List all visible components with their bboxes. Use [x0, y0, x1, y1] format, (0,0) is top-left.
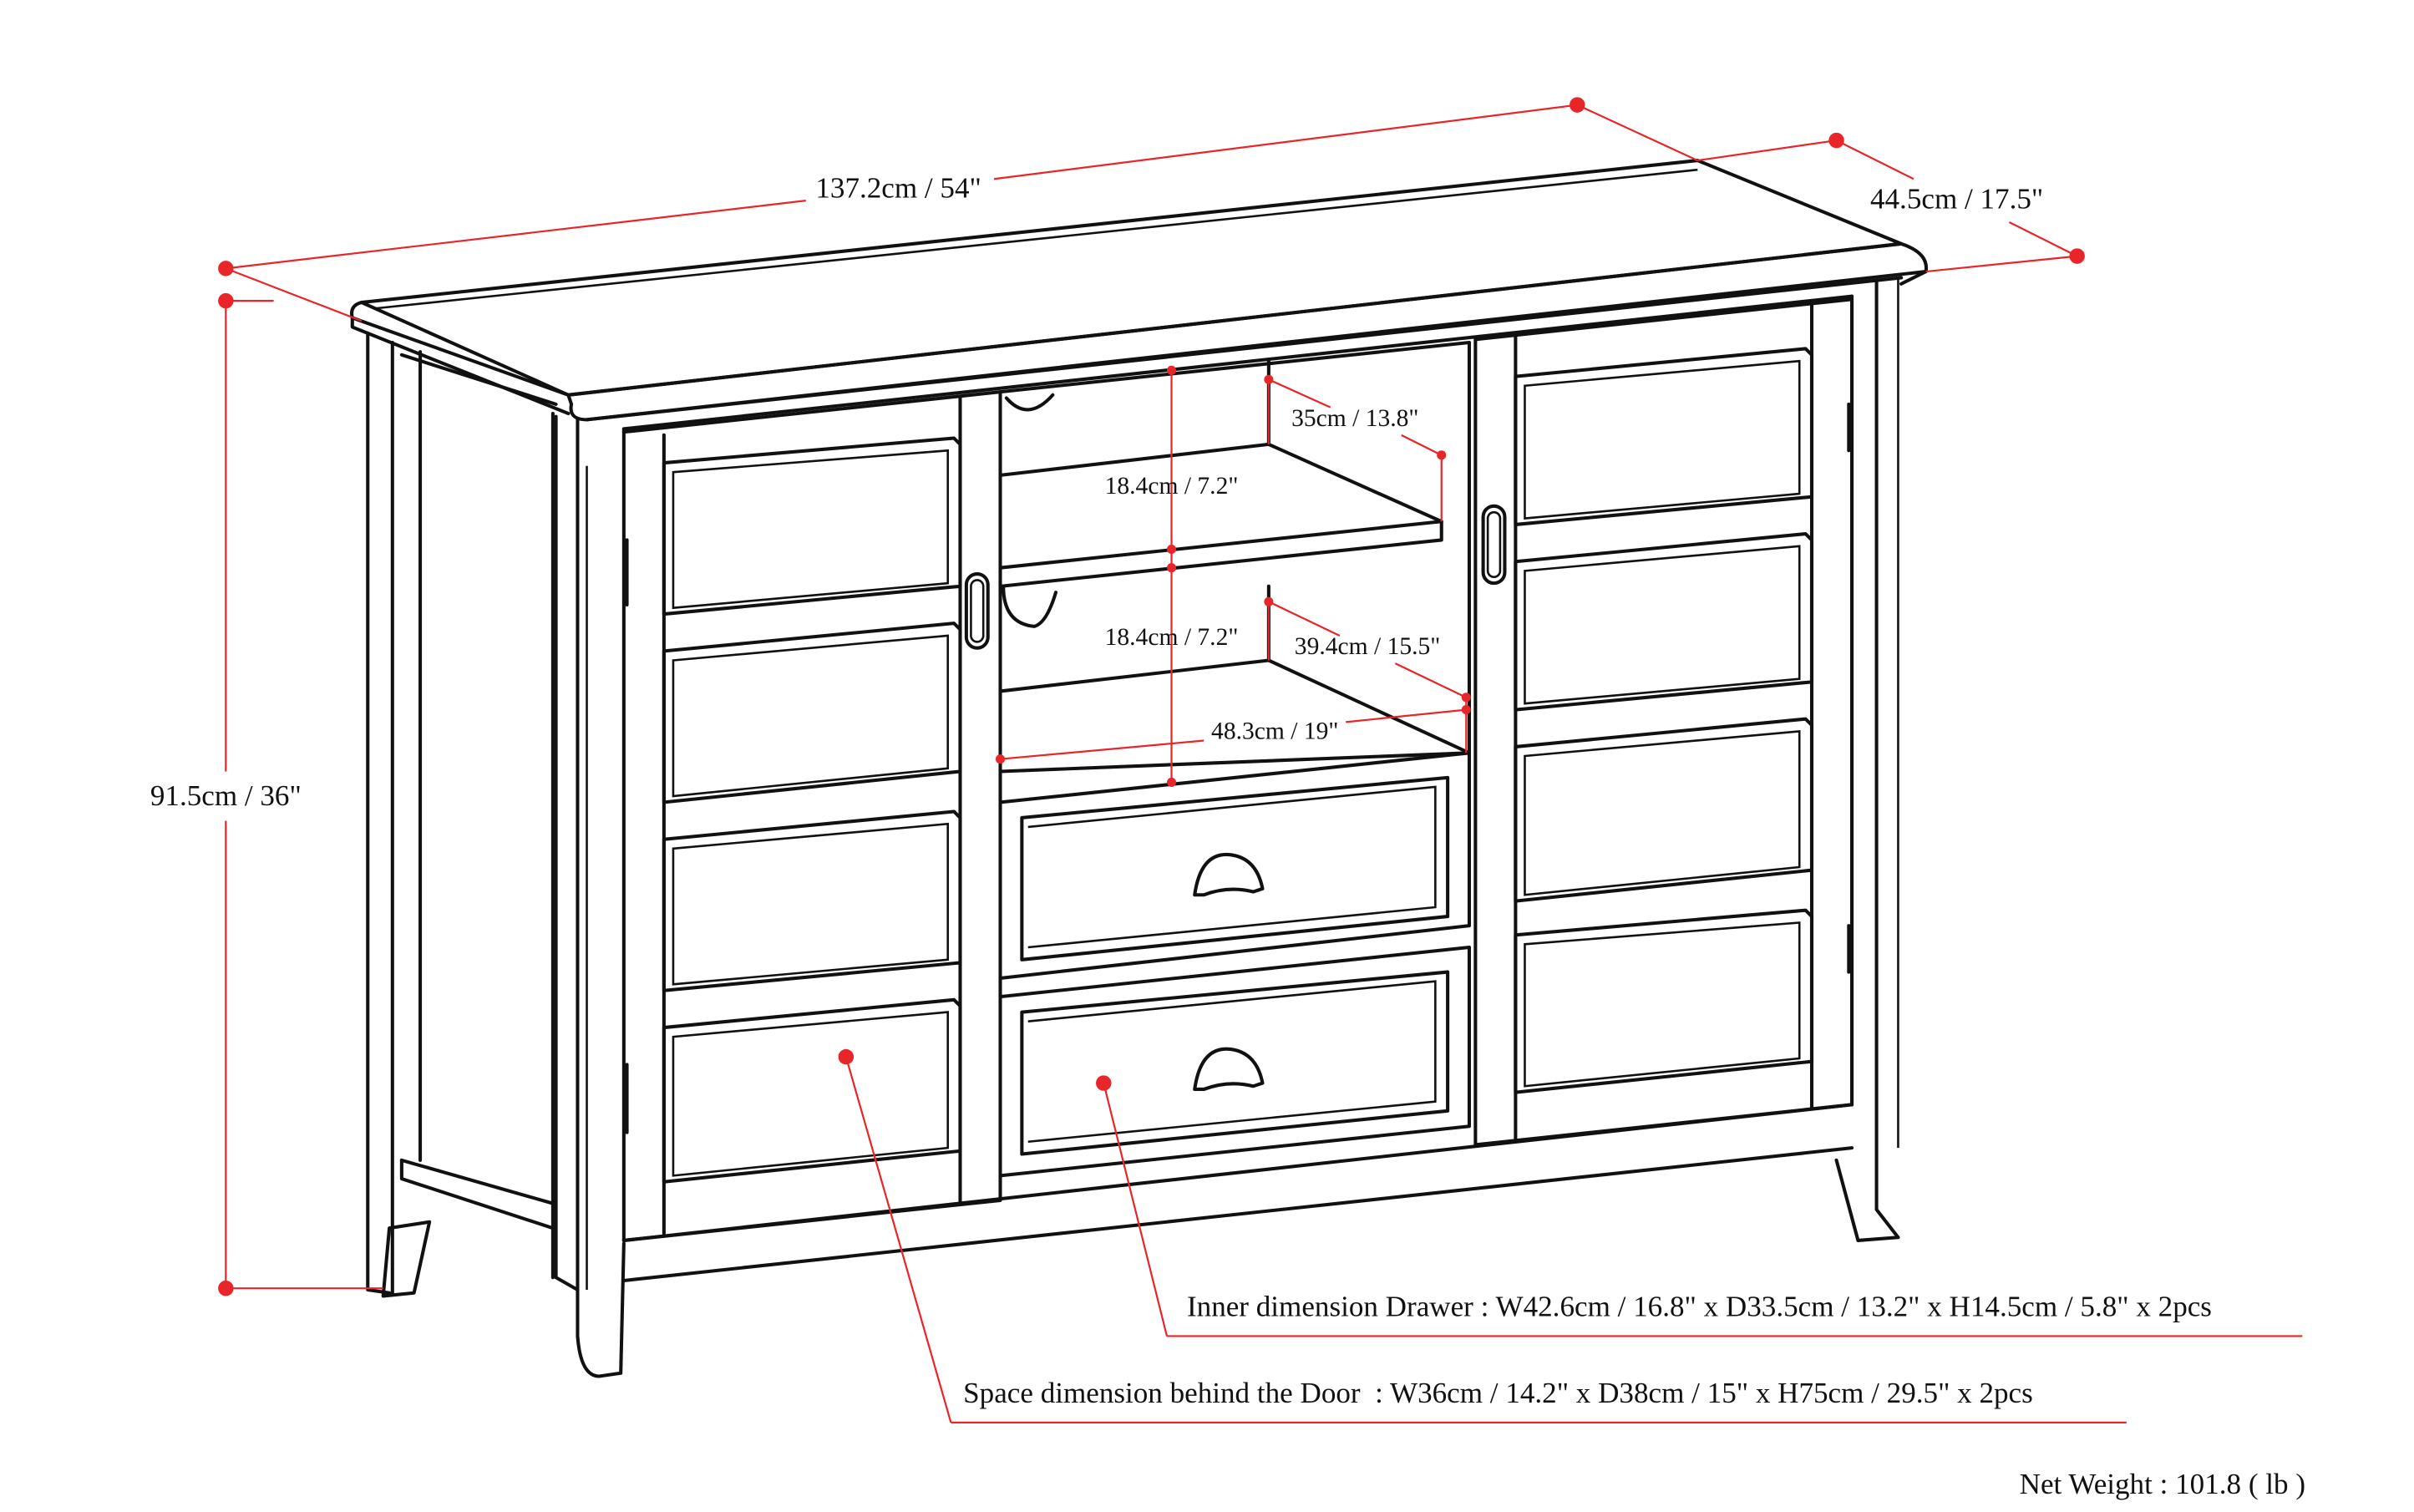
- height-bottom-marker: [218, 1280, 234, 1296]
- cabinet-top: [350, 159, 1929, 422]
- drawer-bottom-cup-handle-icon[interactable]: [1193, 1047, 1265, 1091]
- upper-opening-height-label: 18.4cm / 7.2": [1105, 473, 1239, 500]
- center-opening-width-label: 48.3cm / 19": [1211, 718, 1338, 745]
- net-weight-label: Net Weight : 101.8 ( lb ): [2020, 1468, 2305, 1500]
- left-door[interactable]: [621, 390, 1002, 1242]
- opening-height-dimensions: [1166, 365, 1177, 787]
- depth-label: 44.5cm / 17.5": [1870, 182, 2043, 215]
- lower-shelf-depth-label: 39.4cm / 15.5": [1295, 633, 1441, 660]
- dimension-lines: [218, 97, 2303, 1423]
- width-end-marker: [1570, 97, 1585, 113]
- depth-dimension: [1697, 132, 2085, 273]
- depth-start-marker: [1828, 132, 1844, 149]
- cable-hole-upper-icon: [1004, 393, 1055, 412]
- cabinet-illustration: [350, 159, 1929, 1378]
- left-door-panels: [662, 436, 962, 1184]
- dimension-labels: 137.2cm / 54" 44.5cm / 17.5" 91.5cm / 36…: [150, 171, 2043, 812]
- height-label: 91.5cm / 36": [150, 779, 302, 812]
- depth-end-marker: [2069, 248, 2085, 264]
- drawer-inner-dimension-note: Inner dimension Drawer : W42.6cm / 16.8"…: [1187, 1290, 2212, 1322]
- width-dimension: [218, 97, 1698, 322]
- height-dimension: [218, 292, 383, 1296]
- door-note-leader: [838, 1048, 2127, 1423]
- height-top-marker: [218, 292, 234, 309]
- center-width-dimension: [995, 705, 1471, 764]
- spec-notes: Inner dimension Drawer : W42.6cm / 16.8"…: [963, 1290, 2305, 1499]
- cabinet-left-side: [366, 331, 626, 1378]
- cable-hole-lower-icon: [1002, 584, 1058, 628]
- drawer-top-cup-handle-icon[interactable]: [1193, 853, 1265, 897]
- upper-shelf-depth-dimension: [1264, 374, 1447, 522]
- lower-opening-height-label: 18.4cm / 7.2": [1105, 624, 1239, 651]
- width-label: 137.2cm / 54": [815, 171, 981, 204]
- right-door-panels: [1514, 347, 1814, 1094]
- drawer-note-leader: [1096, 1075, 2303, 1337]
- drawer-top[interactable]: [998, 751, 1472, 980]
- right-door-handle-icon[interactable]: [1481, 504, 1507, 586]
- drawer-bottom[interactable]: [998, 945, 1472, 1178]
- upper-shelf-depth-label: 35cm / 13.8": [1291, 405, 1418, 432]
- door-space-dimension-note: Space dimension behind the Door : W36cm …: [963, 1377, 2033, 1409]
- right-door[interactable]: [1473, 297, 1854, 1147]
- width-start-marker: [218, 261, 234, 277]
- left-door-handle-icon[interactable]: [964, 572, 990, 650]
